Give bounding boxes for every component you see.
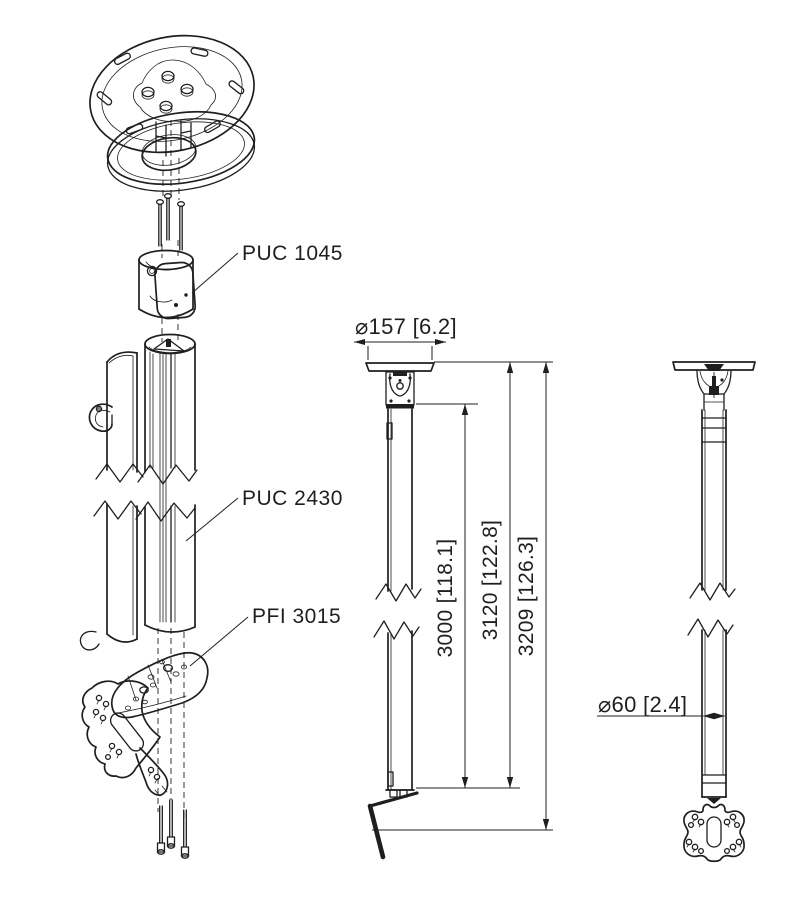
exploded-view: PUC 1045 PUC 2430 PFI 3015 <box>79 34 343 859</box>
front-connector-bracket <box>696 370 732 411</box>
part-labels: PUC 1045 PUC 2430 PFI 3015 <box>185 242 343 667</box>
screw <box>180 809 190 859</box>
dimension-tube-diameter: ⌀60 [2.4] <box>597 692 726 720</box>
connector-puc1045 <box>138 249 197 320</box>
label-puc2430: PUC 2430 <box>242 487 343 510</box>
dim-text-3209: 3209 [126.3] <box>515 536 538 656</box>
pole-puc2430 <box>135 333 198 633</box>
side-tube <box>373 408 422 798</box>
label-pfi3015: PFI 3015 <box>252 605 341 628</box>
screw <box>163 193 173 241</box>
dim-text-157: ⌀157 [6.2] <box>355 314 457 339</box>
side-connector-bracket <box>385 371 415 409</box>
front-view: ⌀60 [2.4] <box>597 361 756 863</box>
side-ceiling-plate <box>365 362 435 372</box>
mounting-screws-top <box>155 193 186 251</box>
dim-text-3000: 3000 [118.1] <box>434 539 457 658</box>
screw <box>176 201 186 251</box>
label-puc1045: PUC 1045 <box>242 242 343 265</box>
strip-clip <box>88 403 113 433</box>
dim-text-60: ⌀60 [2.4] <box>598 692 687 717</box>
side-display-bracket <box>367 791 419 860</box>
dimension-pole-length: 3000 [118.1] <box>416 403 478 788</box>
bracket-plate-holes <box>125 659 187 711</box>
dim-text-3120: 3120 [122.8] <box>479 520 502 640</box>
dimension-plate-diameter: ⌀157 [6.2] <box>354 314 457 360</box>
vesa-keyholes <box>685 813 743 855</box>
plate-bolts <box>141 70 194 114</box>
front-tube <box>687 409 736 804</box>
side-view: ⌀157 [6.2] <box>354 314 553 860</box>
dimension-overall-length: 3209 [126.3] <box>372 362 553 831</box>
bracket-keyholes <box>92 694 123 761</box>
display-bracket-pfi3015 <box>81 651 209 797</box>
screw <box>156 805 166 855</box>
front-vesa-plate <box>683 803 745 863</box>
pole-cover-strip <box>79 351 144 651</box>
mounting-screws-bottom <box>156 799 190 859</box>
ceiling-plate <box>89 34 255 157</box>
cover-ring <box>106 110 256 192</box>
front-ceiling-plate <box>672 361 756 371</box>
screw <box>166 799 176 849</box>
screw <box>155 199 165 247</box>
dimension-length-to-interface: 3120 [122.8] <box>416 361 553 789</box>
